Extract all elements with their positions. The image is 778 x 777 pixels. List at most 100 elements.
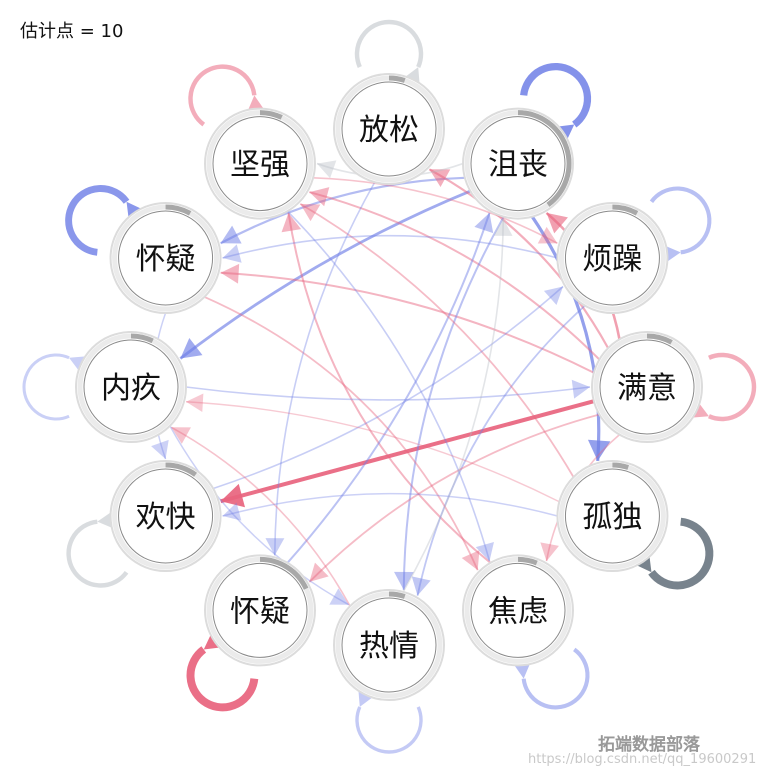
edge-arrowhead [220,483,246,508]
node-pie-value [612,204,639,216]
edge-arrowhead [543,286,564,305]
self-loop-n0 [354,19,424,68]
edge-arrowhead [180,338,203,359]
edge-arrowhead [222,502,242,521]
edge-n9-n6 [169,425,350,606]
edge-arrowhead [265,538,285,556]
node-inner-circle [470,562,566,658]
edge-arrowhead [571,379,590,399]
edge-n8-n2 [212,285,564,490]
node-n9: 内疚 [75,331,187,443]
edge-n10-n5 [204,296,479,571]
edge-arrowhead [329,588,349,605]
self-loops-layer [22,19,757,754]
edge-arrowhead [474,212,494,234]
edge-arrowhead [540,542,559,562]
edge-arrowhead [394,571,414,590]
node-pie-value [646,333,673,345]
node-inner-circle [564,468,660,564]
edge-n9-n3 [185,386,591,401]
edge-n0-n7 [273,181,376,556]
node-label: 怀疑 [136,242,196,277]
node-n3: 满意 [591,331,703,443]
node-inner-circle [470,116,566,212]
node-pie-value [388,75,406,83]
node-label: 坚强 [230,148,290,183]
node-inner-circle [564,210,660,306]
node-inner-circle [118,468,214,564]
edges-layer [151,160,621,607]
self-loop-n10 [65,185,130,256]
node-n0: 放松 [333,73,445,185]
edge-n1-n4 [530,215,601,462]
self-loop-n6 [355,706,423,754]
node-pie-value [130,333,154,344]
self-loop-n8 [66,519,129,588]
self-loop-n4 [648,517,714,590]
estimation-points-label: 估计点 = 10 [20,21,124,42]
edge-n3-n8 [220,399,595,504]
edge-arrowhead [151,439,169,459]
edge-arrowhead [429,169,451,188]
node-label: 放松 [359,113,419,148]
edge-arrowhead [220,225,242,244]
edge-n3-n10 [220,271,595,374]
node-pie-value [517,556,538,566]
node-n11: 坚强 [204,107,316,220]
watermark-url: https://blog.csdn.net/qq_19600291 [528,752,757,767]
edge-n7-n1 [286,212,491,564]
self-loop-n3 [708,352,757,422]
node-inner-circle [212,562,308,658]
self-loop-n11 [188,64,257,127]
node-n8: 欢快 [109,460,222,572]
node-label: 内疚 [101,371,161,406]
edge-n4-n9 [186,401,560,503]
node-pie-value [259,556,309,590]
node-n7: 怀疑 [204,554,316,667]
edge-n6-n9 [170,426,351,607]
node-pie-value [388,591,406,599]
node-pie-value [517,110,572,207]
self-loop-n9 [22,353,70,421]
self-loop-n2 [649,186,712,255]
node-n4: 孤独 [556,460,669,572]
edge-arrowhead [309,562,329,582]
self-loop-n7 [186,646,259,712]
node-inner-circle [599,339,695,435]
edge-arrowhead [281,212,302,233]
edge-arrowhead [587,439,611,461]
node-label: 欢快 [136,500,196,535]
edge-arrowhead [546,212,568,234]
node-n6: 热情 [333,589,445,701]
node-inner-circle [212,116,308,212]
node-label: 怀疑 [230,594,290,629]
node-pie-value [612,462,629,470]
edge-n1-n6 [402,216,505,590]
edge-arrowhead [475,541,494,562]
node-label: 满意 [617,371,677,406]
edge-arrowhead [171,427,191,444]
self-loop-n1 [520,63,592,128]
edge-arrowhead [222,244,242,263]
edge-n1-n9 [179,189,471,360]
edge-arrowhead [411,576,431,596]
node-inner-circle [341,81,437,177]
node-inner-circle [83,339,179,435]
edge-n11-n2 [313,177,558,244]
edge-arrowhead [186,393,204,412]
node-pie-value [259,110,283,120]
edge-n4-n11 [299,203,575,478]
edge-arrowhead [300,203,321,222]
node-label: 烦躁 [582,242,642,277]
edge-arrowhead [317,160,337,179]
edge-n11-n5 [286,210,491,562]
node-n1: 沮丧 [462,107,574,220]
edge-arrowhead [309,187,330,207]
edge-n2-n10 [222,234,558,259]
node-n2: 烦躁 [556,202,669,314]
node-inner-circle [118,210,214,306]
node-label: 热情 [359,629,419,664]
